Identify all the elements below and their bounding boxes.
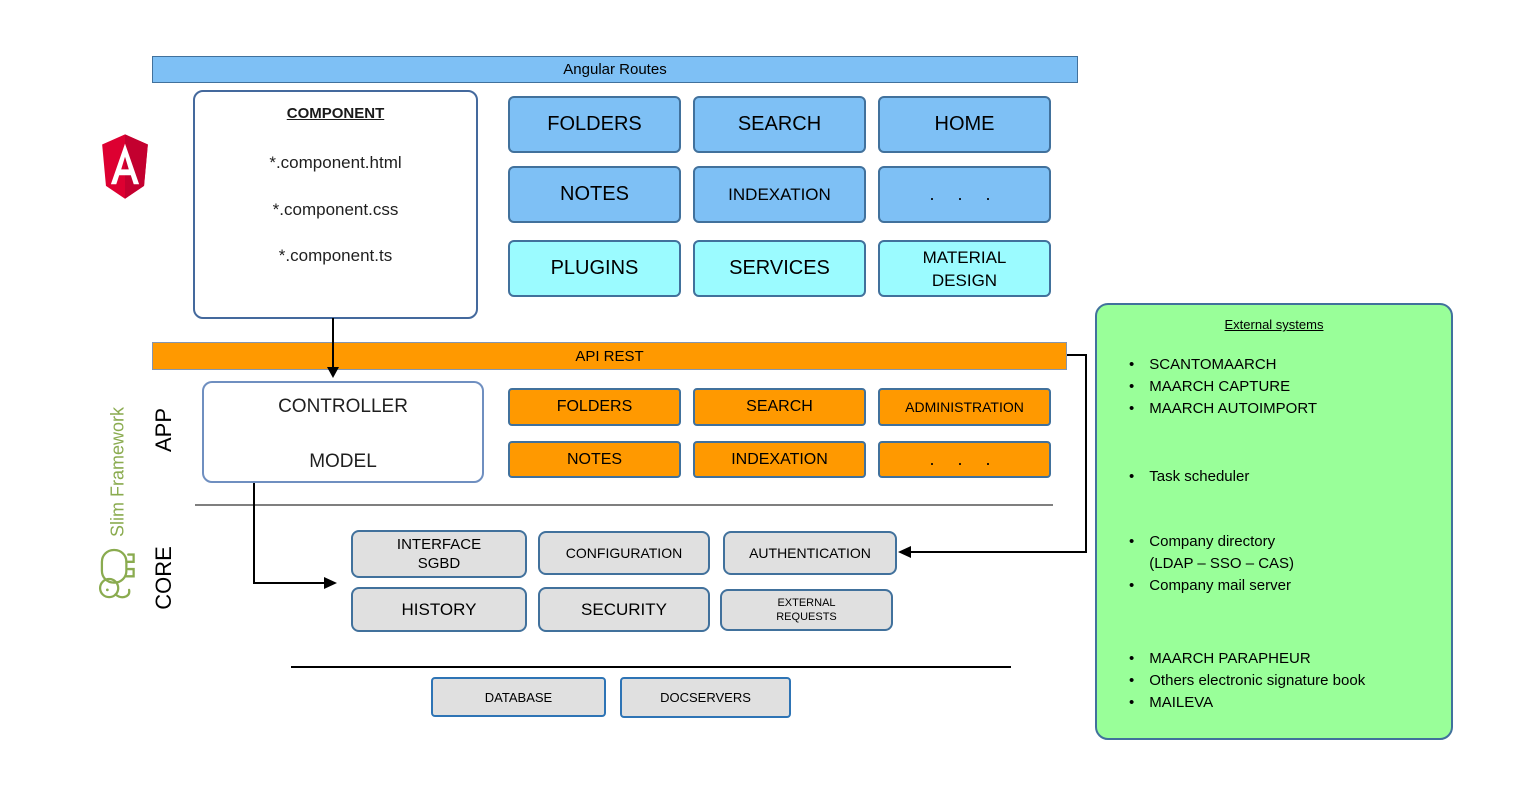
- connector-controller-to-core-vertical: [253, 483, 255, 583]
- module-search-api: SEARCH: [693, 388, 866, 426]
- core-configuration-box: CONFIGURATION: [538, 531, 710, 575]
- api-rest-bar: API REST: [152, 342, 1067, 370]
- angular-logo-icon: [97, 131, 153, 206]
- connector-api-to-auth-top: [1067, 354, 1087, 356]
- module-home-front: HOME: [878, 96, 1051, 153]
- external-systems-scheduler-group: Task scheduler: [1115, 466, 1433, 488]
- module-indexation-front: INDEXATION: [693, 166, 866, 223]
- component-file-ts: *.component.ts: [278, 246, 393, 265]
- module-plugins: PLUGINS: [508, 240, 681, 297]
- controller-model-box: CONTROLLER MODEL: [202, 381, 484, 483]
- external-systems-title: External systems: [1224, 317, 1324, 332]
- arrow-down-icon: [327, 367, 339, 378]
- api-rest-label: API REST: [575, 347, 644, 365]
- slim-framework-label: Slim Framework: [107, 407, 127, 538]
- arrow-right-icon: [324, 577, 337, 589]
- list-item: MAARCH PARAPHEUR: [1129, 648, 1433, 670]
- core-storage-divider: [291, 666, 1011, 668]
- external-systems-box: External systems SCANTOMAARCH MAARCH CAP…: [1095, 303, 1453, 740]
- component-file-css: *.component.css: [272, 200, 399, 219]
- core-history-box: HISTORY: [351, 587, 527, 632]
- angular-routes-bar: Angular Routes: [152, 56, 1078, 83]
- slim-elephant-icon: [92, 545, 143, 603]
- external-systems-capture-group: SCANTOMAARCH MAARCH CAPTURE MAARCH AUTOI…: [1115, 354, 1433, 420]
- angular-routes-label: Angular Routes: [563, 61, 667, 78]
- module-folders-api: FOLDERS: [508, 388, 681, 426]
- connector-component-to-controller: [332, 318, 334, 368]
- component-box: COMPONENT *.component.html *.component.c…: [193, 90, 478, 319]
- module-material-design: MATERIAL DESIGN: [878, 240, 1051, 297]
- component-file-html: *.component.html: [269, 153, 402, 172]
- database-box: DATABASE: [431, 677, 606, 717]
- core-security-box: SECURITY: [538, 587, 710, 632]
- model-label: MODEL: [309, 451, 377, 472]
- module-more-front: . . .: [878, 166, 1051, 223]
- module-services: SERVICES: [693, 240, 866, 297]
- list-item: Company directory (LDAP – SSO – CAS): [1129, 531, 1433, 575]
- list-item: Others electronic signature book: [1129, 670, 1433, 692]
- list-item: MAARCH CAPTURE: [1129, 376, 1433, 398]
- module-more-api: . . .: [878, 441, 1051, 478]
- module-folders-front: FOLDERS: [508, 96, 681, 153]
- list-item: SCANTOMAARCH: [1129, 354, 1433, 376]
- module-notes-api: NOTES: [508, 441, 681, 478]
- docservers-box: DOCSERVERS: [620, 677, 791, 718]
- arrow-left-icon: [898, 546, 911, 558]
- module-indexation-api: INDEXATION: [693, 441, 866, 478]
- module-notes-front: NOTES: [508, 166, 681, 223]
- list-item: Company mail server: [1129, 575, 1433, 597]
- controller-label: CONTROLLER: [278, 396, 408, 417]
- core-authentication-box: AUTHENTICATION: [723, 531, 897, 575]
- connector-api-to-auth-vertical: [1085, 354, 1087, 553]
- connector-controller-to-core-horizontal: [253, 582, 325, 584]
- core-interface-sgbd-box: INTERFACE SGBD: [351, 530, 527, 578]
- list-item: Task scheduler: [1129, 466, 1433, 488]
- module-search-front: SEARCH: [693, 96, 866, 153]
- app-layer-label: APP: [151, 407, 176, 453]
- external-systems-directory-group: Company directory (LDAP – SSO – CAS) Com…: [1115, 531, 1433, 597]
- core-external-requests-box: EXTERNAL REQUESTS: [720, 589, 893, 631]
- external-systems-signature-group: MAARCH PARAPHEUR Others electronic signa…: [1115, 648, 1433, 714]
- module-administration-api: ADMINISTRATION: [878, 388, 1051, 426]
- slim-framework-lockup: Slim Framework: [93, 388, 143, 623]
- component-box-title: COMPONENT: [286, 105, 385, 122]
- list-item: MAARCH AUTOIMPORT: [1129, 398, 1433, 420]
- connector-api-to-auth-bottom: [911, 551, 1087, 553]
- app-core-divider: [195, 504, 1053, 506]
- core-layer-label: CORE: [151, 546, 176, 610]
- list-item: MAILEVA: [1129, 692, 1433, 714]
